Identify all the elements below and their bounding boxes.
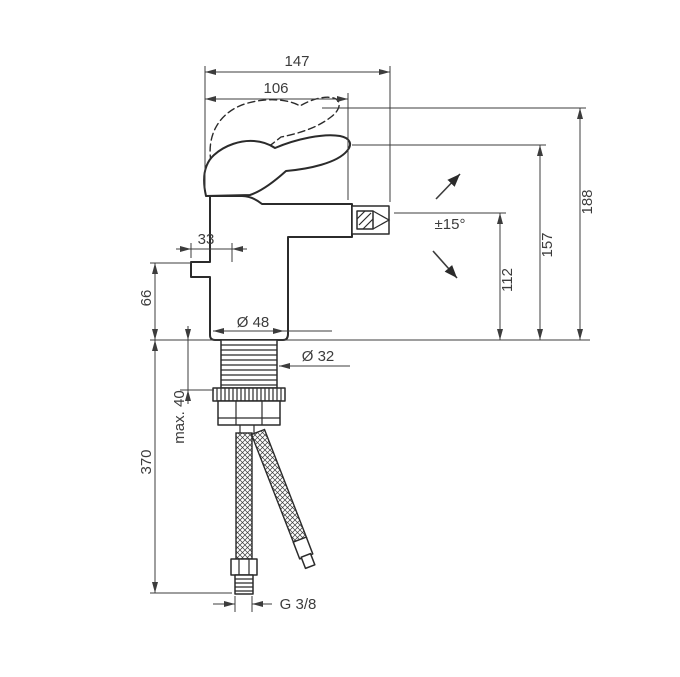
dim-label-spout-swivel: ±15°: [435, 216, 466, 233]
faucet-handle-lever: [203, 134, 352, 197]
dim-label-handle-offset: 33: [198, 231, 215, 248]
dim-label-shank-diameter: Ø 32: [302, 348, 335, 365]
spout-aerator: [351, 205, 391, 235]
dim-label-total-width: 147: [284, 53, 309, 70]
supply-hose-angled: [250, 428, 316, 570]
faucet-object: [190, 96, 391, 595]
dim-label-base-diameter: Ø 48: [237, 314, 270, 331]
dim-label-base-height: 66: [138, 290, 155, 307]
dimension-labels: 147 106 188 157 112 ±15° 33 66 Ø 48 Ø 32…: [138, 53, 596, 613]
dim-label-max-mount-thickness: max. 40: [171, 390, 188, 443]
mounting-nut: [212, 387, 286, 426]
dim-label-spout-width: 106: [263, 80, 288, 97]
dim-label-spout-height: 112: [499, 268, 516, 292]
dim-label-hose-length: 370: [138, 449, 155, 474]
mounting-shank: [220, 339, 278, 389]
faucet-body: [190, 195, 353, 341]
dim-label-connection-thread: G 3/8: [280, 596, 317, 613]
dimension-arrows: [152, 69, 583, 607]
dim-label-handle-height: 157: [539, 232, 556, 257]
dim-label-total-height: 188: [579, 189, 596, 214]
supply-hose-straight: [230, 425, 258, 595]
